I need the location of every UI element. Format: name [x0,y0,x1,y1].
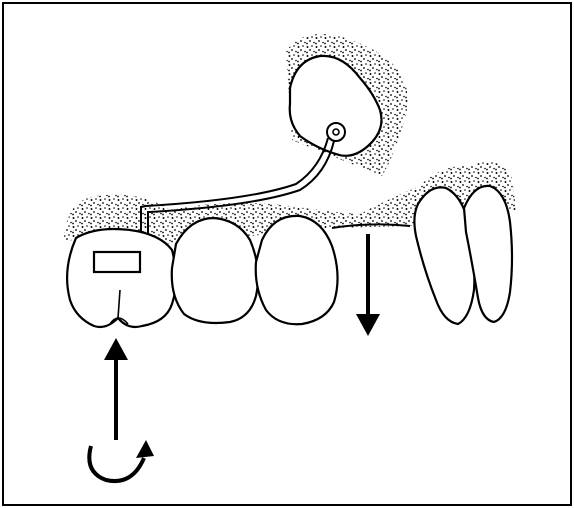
tooth-2 [172,218,258,323]
crown-attachment [94,252,140,272]
tooth-left-molar [67,229,176,327]
palatal-coil-inner [333,129,339,135]
tooth-3 [256,216,338,324]
